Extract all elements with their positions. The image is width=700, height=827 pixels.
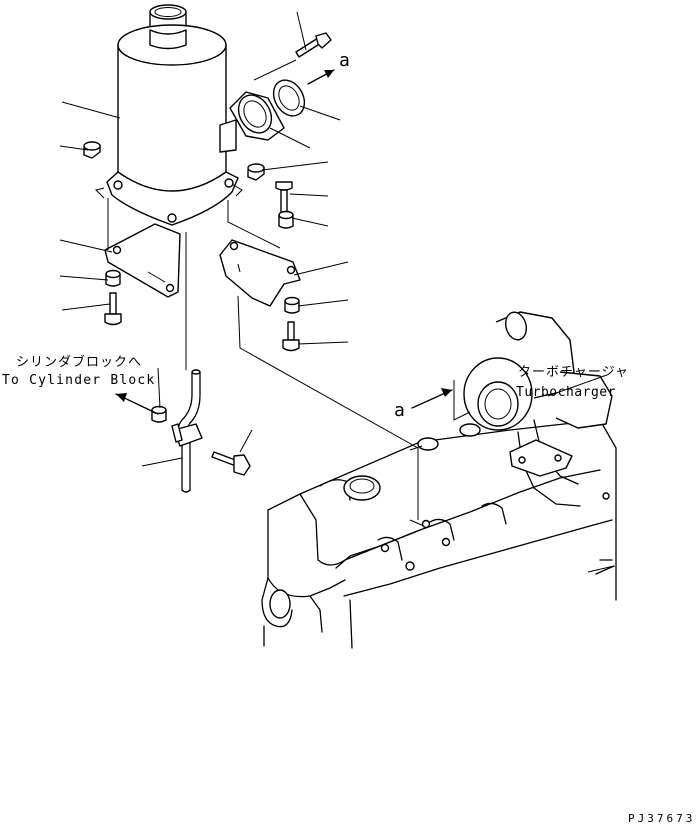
left-collar — [105, 269, 121, 287]
right-bolt-upper — [275, 181, 293, 215]
arrow-a-bottom — [411, 388, 453, 409]
label-turbocharger-jp: ターボチャージャ — [518, 365, 629, 380]
drain-nut — [151, 405, 167, 423]
drain-tube — [171, 369, 203, 493]
engine-block — [261, 419, 617, 649]
seal-ring — [272, 79, 306, 117]
left-bracket — [104, 223, 181, 298]
label-cylinder-block-jp: シリンダブロックへ — [16, 354, 142, 370]
arrow-a-top — [307, 69, 335, 85]
drawing-number: PJ37673 — [628, 812, 695, 825]
leader-lines — [59, 11, 615, 573]
right-nut-upper — [247, 163, 265, 181]
turbocharger — [463, 311, 613, 507]
left-nut-upper — [83, 141, 101, 159]
muffler — [106, 4, 239, 226]
label-turbocharger-en: Turbocharger — [516, 385, 616, 400]
left-bolt — [104, 292, 122, 326]
label-a-bottom: a — [394, 400, 405, 421]
right-bolt-lower — [282, 321, 300, 352]
arrow-cylinder-block — [115, 393, 159, 415]
right-bracket — [219, 239, 301, 307]
label-a-top: a — [339, 50, 350, 71]
right-collar-lower — [284, 296, 300, 314]
right-collar — [278, 210, 294, 229]
drain-clip-bolt — [211, 451, 251, 476]
label-cylinder-block-en: To Cylinder Block — [2, 373, 155, 388]
top-bolt — [295, 32, 332, 58]
